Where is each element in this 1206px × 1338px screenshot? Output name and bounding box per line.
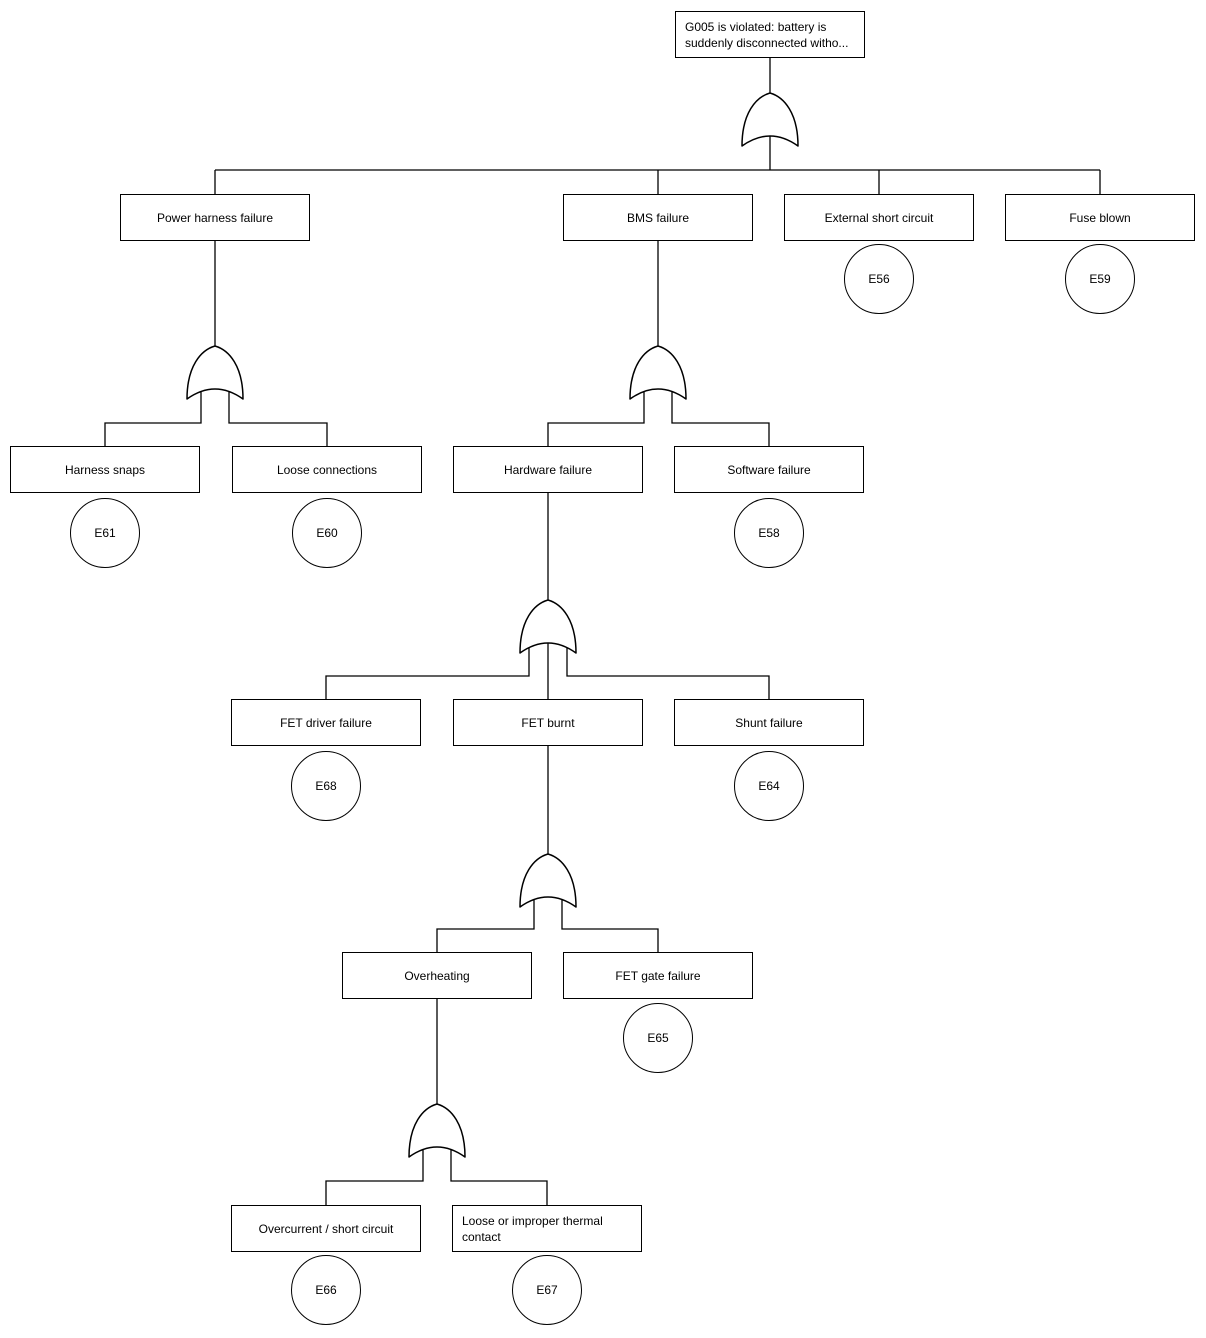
event-box-top: G005 is violated: battery is suddenly di… [675, 11, 865, 58]
event-box-harness-snaps: Harness snaps [10, 446, 200, 493]
basic-event-circle-e67: E67 [512, 1255, 582, 1325]
basic-event-id: E66 [315, 1283, 337, 1297]
or-gate-bms [629, 345, 687, 400]
event-box-loose-improper-thermal-contact: Loose or improper thermal contact [452, 1205, 642, 1252]
basic-event-id: E61 [94, 526, 116, 540]
event-label: Overheating [404, 968, 470, 983]
overheating-gate-branch [325, 1144, 548, 1205]
event-label: Loose or improper thermal contact [462, 1213, 603, 1244]
event-label: Harness snaps [64, 462, 146, 477]
basic-event-circle-e64: E64 [734, 751, 804, 821]
or-gate-power [186, 345, 244, 400]
event-label: Shunt failure [735, 715, 803, 730]
event-box-overcurrent-short-circuit: Overcurrent / short circuit [231, 1205, 421, 1252]
fet-burnt-gate-branch [436, 894, 659, 952]
basic-event-circle-e56: E56 [844, 244, 914, 314]
connector-line [104, 386, 202, 446]
power-gate-branch [104, 386, 328, 446]
event-box-software-failure: Software failure [674, 446, 864, 493]
basic-event-id: E60 [316, 526, 338, 540]
event-label: BMS failure [626, 210, 690, 225]
bms-gate-branch [547, 386, 770, 446]
event-label: Overcurrent / short circuit [258, 1221, 394, 1236]
connector-line [561, 894, 659, 952]
or-gates [186, 92, 799, 1158]
event-label: Hardware failure [503, 462, 593, 477]
basic-event-id: E67 [536, 1283, 558, 1297]
event-box-fet-burnt: FET burnt [453, 699, 643, 746]
event-label: Software failure [727, 462, 811, 477]
basic-event-id: E64 [758, 779, 780, 793]
top-gate-branch [214, 130, 1101, 194]
event-label: FET driver failure [280, 715, 372, 730]
event-label: FET gate failure [615, 968, 701, 983]
event-box-fuse-blown: Fuse blown [1005, 194, 1195, 241]
basic-event-circle-e60: E60 [292, 498, 362, 568]
event-box-fet-gate-failure: FET gate failure [563, 952, 753, 999]
event-label: External short circuit [824, 210, 934, 225]
connector-line [436, 894, 535, 952]
connector-line [547, 386, 645, 446]
event-label: Power harness failure [156, 210, 274, 225]
basic-event-id: E65 [647, 1031, 669, 1045]
basic-event-id: E56 [868, 272, 890, 286]
hardware-gate-branch [325, 640, 770, 699]
basic-event-circle-e61: E61 [70, 498, 140, 568]
event-box-fet-driver-failure: FET driver failure [231, 699, 421, 746]
event-box-external-short-circuit: External short circuit [784, 194, 974, 241]
basic-event-id: E59 [1089, 272, 1111, 286]
or-gate-overheating [408, 1103, 466, 1158]
event-label: Loose connections [276, 462, 378, 477]
connector-line [566, 640, 770, 699]
or-gate-top [741, 92, 799, 147]
or-gate-hardware [519, 599, 577, 654]
basic-event-circle-e58: E58 [734, 498, 804, 568]
or-gate-fet-burnt [519, 853, 577, 908]
basic-event-id: E68 [315, 779, 337, 793]
basic-event-circle-e66: E66 [291, 1255, 361, 1325]
basic-event-circle-e68: E68 [291, 751, 361, 821]
basic-event-circle-e59: E59 [1065, 244, 1135, 314]
event-label: Fuse blown [1069, 210, 1131, 225]
basic-event-circle-e65: E65 [623, 1003, 693, 1073]
event-box-shunt-failure: Shunt failure [674, 699, 864, 746]
event-box-loose-connections: Loose connections [232, 446, 422, 493]
connector-line [325, 640, 530, 699]
event-label: FET burnt [521, 715, 575, 730]
event-box-overheating: Overheating [342, 952, 532, 999]
basic-event-id: E58 [758, 526, 780, 540]
connector-line [671, 386, 770, 446]
event-label: G005 is violated: battery is suddenly di… [685, 19, 849, 50]
connector-line [228, 386, 328, 446]
connector-line [325, 1144, 424, 1205]
connector-line [450, 1144, 548, 1205]
event-box-power-harness-failure: Power harness failure [120, 194, 310, 241]
event-box-bms-failure: BMS failure [563, 194, 753, 241]
parent-to-gate-connectors [214, 58, 771, 1104]
event-box-hardware-failure: Hardware failure [453, 446, 643, 493]
